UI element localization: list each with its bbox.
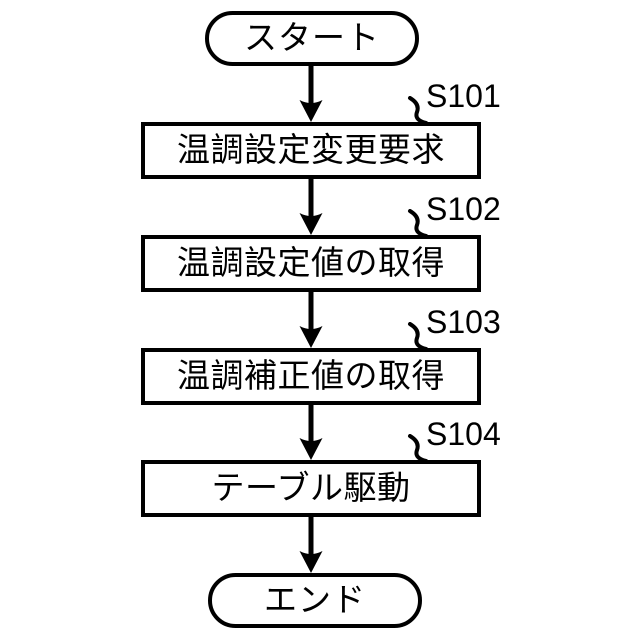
- node-start[interactable]: スタート: [205, 11, 419, 66]
- step-label-s102: S102: [426, 191, 501, 227]
- node-s103-label: 温調補正値の取得: [177, 357, 445, 394]
- node-s101-label: 温調設定変更要求: [177, 131, 445, 168]
- connector-s101-to-s102: [299, 177, 323, 235]
- connector-s102-to-s103: [299, 290, 323, 348]
- step-label-s103: S103: [426, 304, 501, 340]
- step-label-s101: S101: [426, 78, 501, 114]
- node-s104-label: テーブル駆動: [211, 469, 411, 506]
- node-start-label: スタート: [244, 19, 380, 56]
- node-s103[interactable]: 温調補正値の取得: [141, 348, 481, 405]
- node-end-label: エンド: [264, 581, 366, 618]
- connector-s104-to-end: [299, 515, 323, 573]
- node-end[interactable]: エンド: [208, 573, 422, 628]
- node-s101[interactable]: 温調設定変更要求: [141, 122, 481, 179]
- node-s104[interactable]: テーブル駆動: [141, 460, 481, 517]
- connector-start-to-s101: [299, 64, 323, 122]
- connector-s103-to-s104: [299, 403, 323, 460]
- node-s102-label: 温調設定値の取得: [177, 244, 445, 281]
- step-label-s104: S104: [426, 416, 501, 452]
- node-s102[interactable]: 温調設定値の取得: [141, 235, 481, 292]
